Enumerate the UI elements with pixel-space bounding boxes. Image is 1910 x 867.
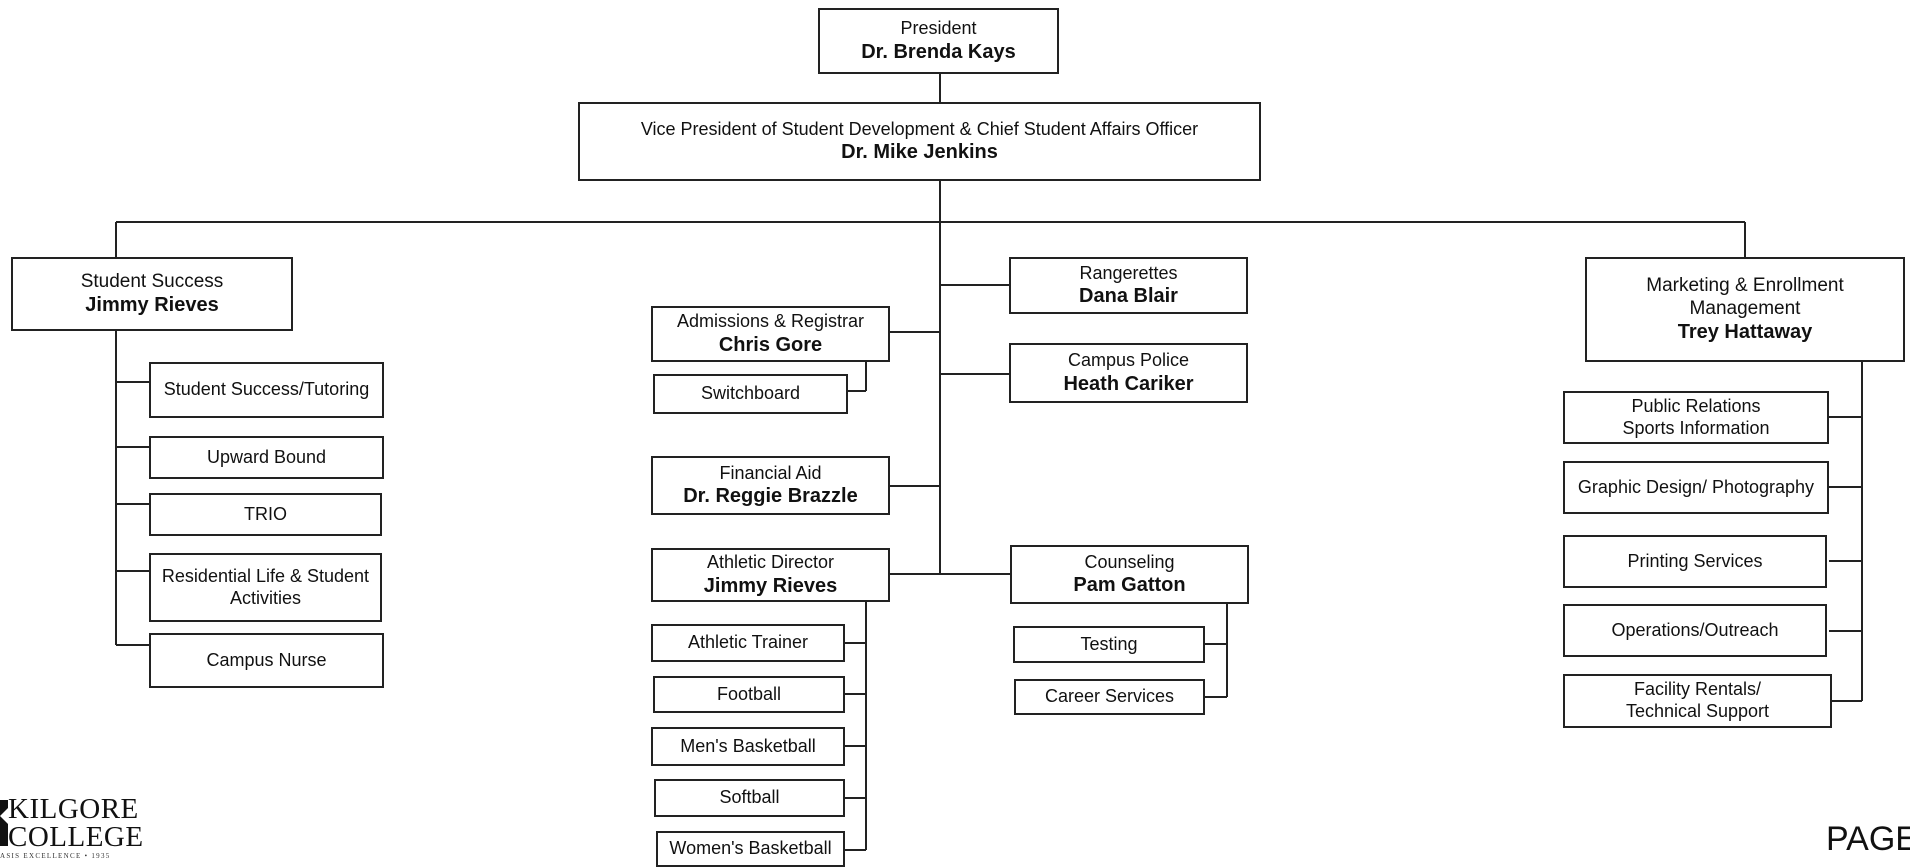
counseling-name: Pam Gatton	[1073, 574, 1186, 597]
campus-police-name: Heath Cariker	[1063, 372, 1194, 395]
unit-student-success-tutoring: Student Success/Tutoring	[149, 362, 384, 418]
unit-testing: Testing	[1013, 626, 1205, 663]
financial-aid-title: Financial Aid	[719, 462, 822, 483]
campus-police-box: Campus Police Heath Cariker	[1009, 343, 1248, 403]
marketing-name: Trey Hattaway	[1677, 321, 1813, 344]
student-success-name: Jimmy Rieves	[85, 294, 219, 317]
unit-switchboard: Switchboard	[653, 374, 848, 414]
student-success-box: Student Success Jimmy Rieves	[11, 257, 293, 331]
vp-name: Dr. Mike Jenkins	[841, 141, 998, 164]
campus-police-title: Campus Police	[1067, 350, 1190, 371]
rangerettes-title: Rangerettes	[1079, 262, 1178, 283]
president-box: President Dr. Brenda Kays	[818, 8, 1059, 74]
admissions-box: Admissions & Registrar Chris Gore	[651, 306, 890, 362]
unit-residential-life: Residential Life & Student Activities	[149, 553, 382, 622]
marketing-box: Marketing & Enrollment Management Trey H…	[1585, 257, 1905, 362]
athletics-title: Athletic Director	[706, 552, 835, 573]
unit-trio: TRIO	[149, 493, 382, 536]
vp-box: Vice President of Student Development & …	[578, 102, 1261, 181]
unit-printing-services: Printing Services	[1563, 535, 1827, 588]
kilgore-college-logo: KILGORE COLLEGE ASIS EXCELLENCE • 1935	[0, 790, 150, 867]
unit-mens-basketball: Men's Basketball	[651, 727, 845, 766]
financial-aid-box: Financial Aid Dr. Reggie Brazzle	[651, 456, 890, 515]
admissions-title: Admissions & Registrar	[676, 311, 865, 332]
financial-aid-name: Dr. Reggie Brazzle	[683, 485, 858, 508]
unit-graphic-design: Graphic Design/ Photography	[1563, 461, 1829, 514]
rangerettes-name: Dana Blair	[1079, 285, 1178, 308]
unit-campus-nurse: Campus Nurse	[149, 633, 384, 688]
unit-womens-basketball: Women's Basketball	[656, 831, 845, 867]
counseling-title: Counseling	[1084, 551, 1175, 572]
unit-football: Football	[653, 676, 845, 713]
unit-athletic-trainer: Athletic Trainer	[651, 624, 845, 662]
vp-title: Vice President of Student Development & …	[640, 118, 1199, 139]
rangerettes-box: Rangerettes Dana Blair	[1009, 257, 1248, 314]
unit-facility-rentals: Facility Rentals/ Technical Support	[1563, 674, 1832, 728]
logo-line-2: COLLEGE	[8, 821, 144, 853]
logo-tagline: ASIS EXCELLENCE • 1935	[0, 852, 111, 860]
unit-operations-outreach: Operations/Outreach	[1563, 604, 1827, 657]
athletics-name: Jimmy Rieves	[703, 574, 838, 597]
counseling-box: Counseling Pam Gatton	[1010, 545, 1249, 604]
logo-emblem-icon	[0, 800, 8, 846]
unit-public-relations: Public Relations Sports Information	[1563, 391, 1829, 444]
president-title: President	[900, 18, 977, 39]
page-label: PAGE	[1826, 820, 1910, 858]
unit-softball: Softball	[654, 779, 845, 817]
student-success-title: Student Success	[80, 270, 224, 292]
marketing-title: Marketing & Enrollment Management	[1646, 274, 1844, 319]
logo-line-1: KILGORE	[8, 793, 139, 825]
athletics-box: Athletic Director Jimmy Rieves	[651, 548, 890, 602]
president-name: Dr. Brenda Kays	[861, 40, 1016, 63]
admissions-name: Chris Gore	[718, 333, 823, 356]
unit-career-services: Career Services	[1014, 679, 1205, 715]
unit-upward-bound: Upward Bound	[149, 436, 384, 479]
